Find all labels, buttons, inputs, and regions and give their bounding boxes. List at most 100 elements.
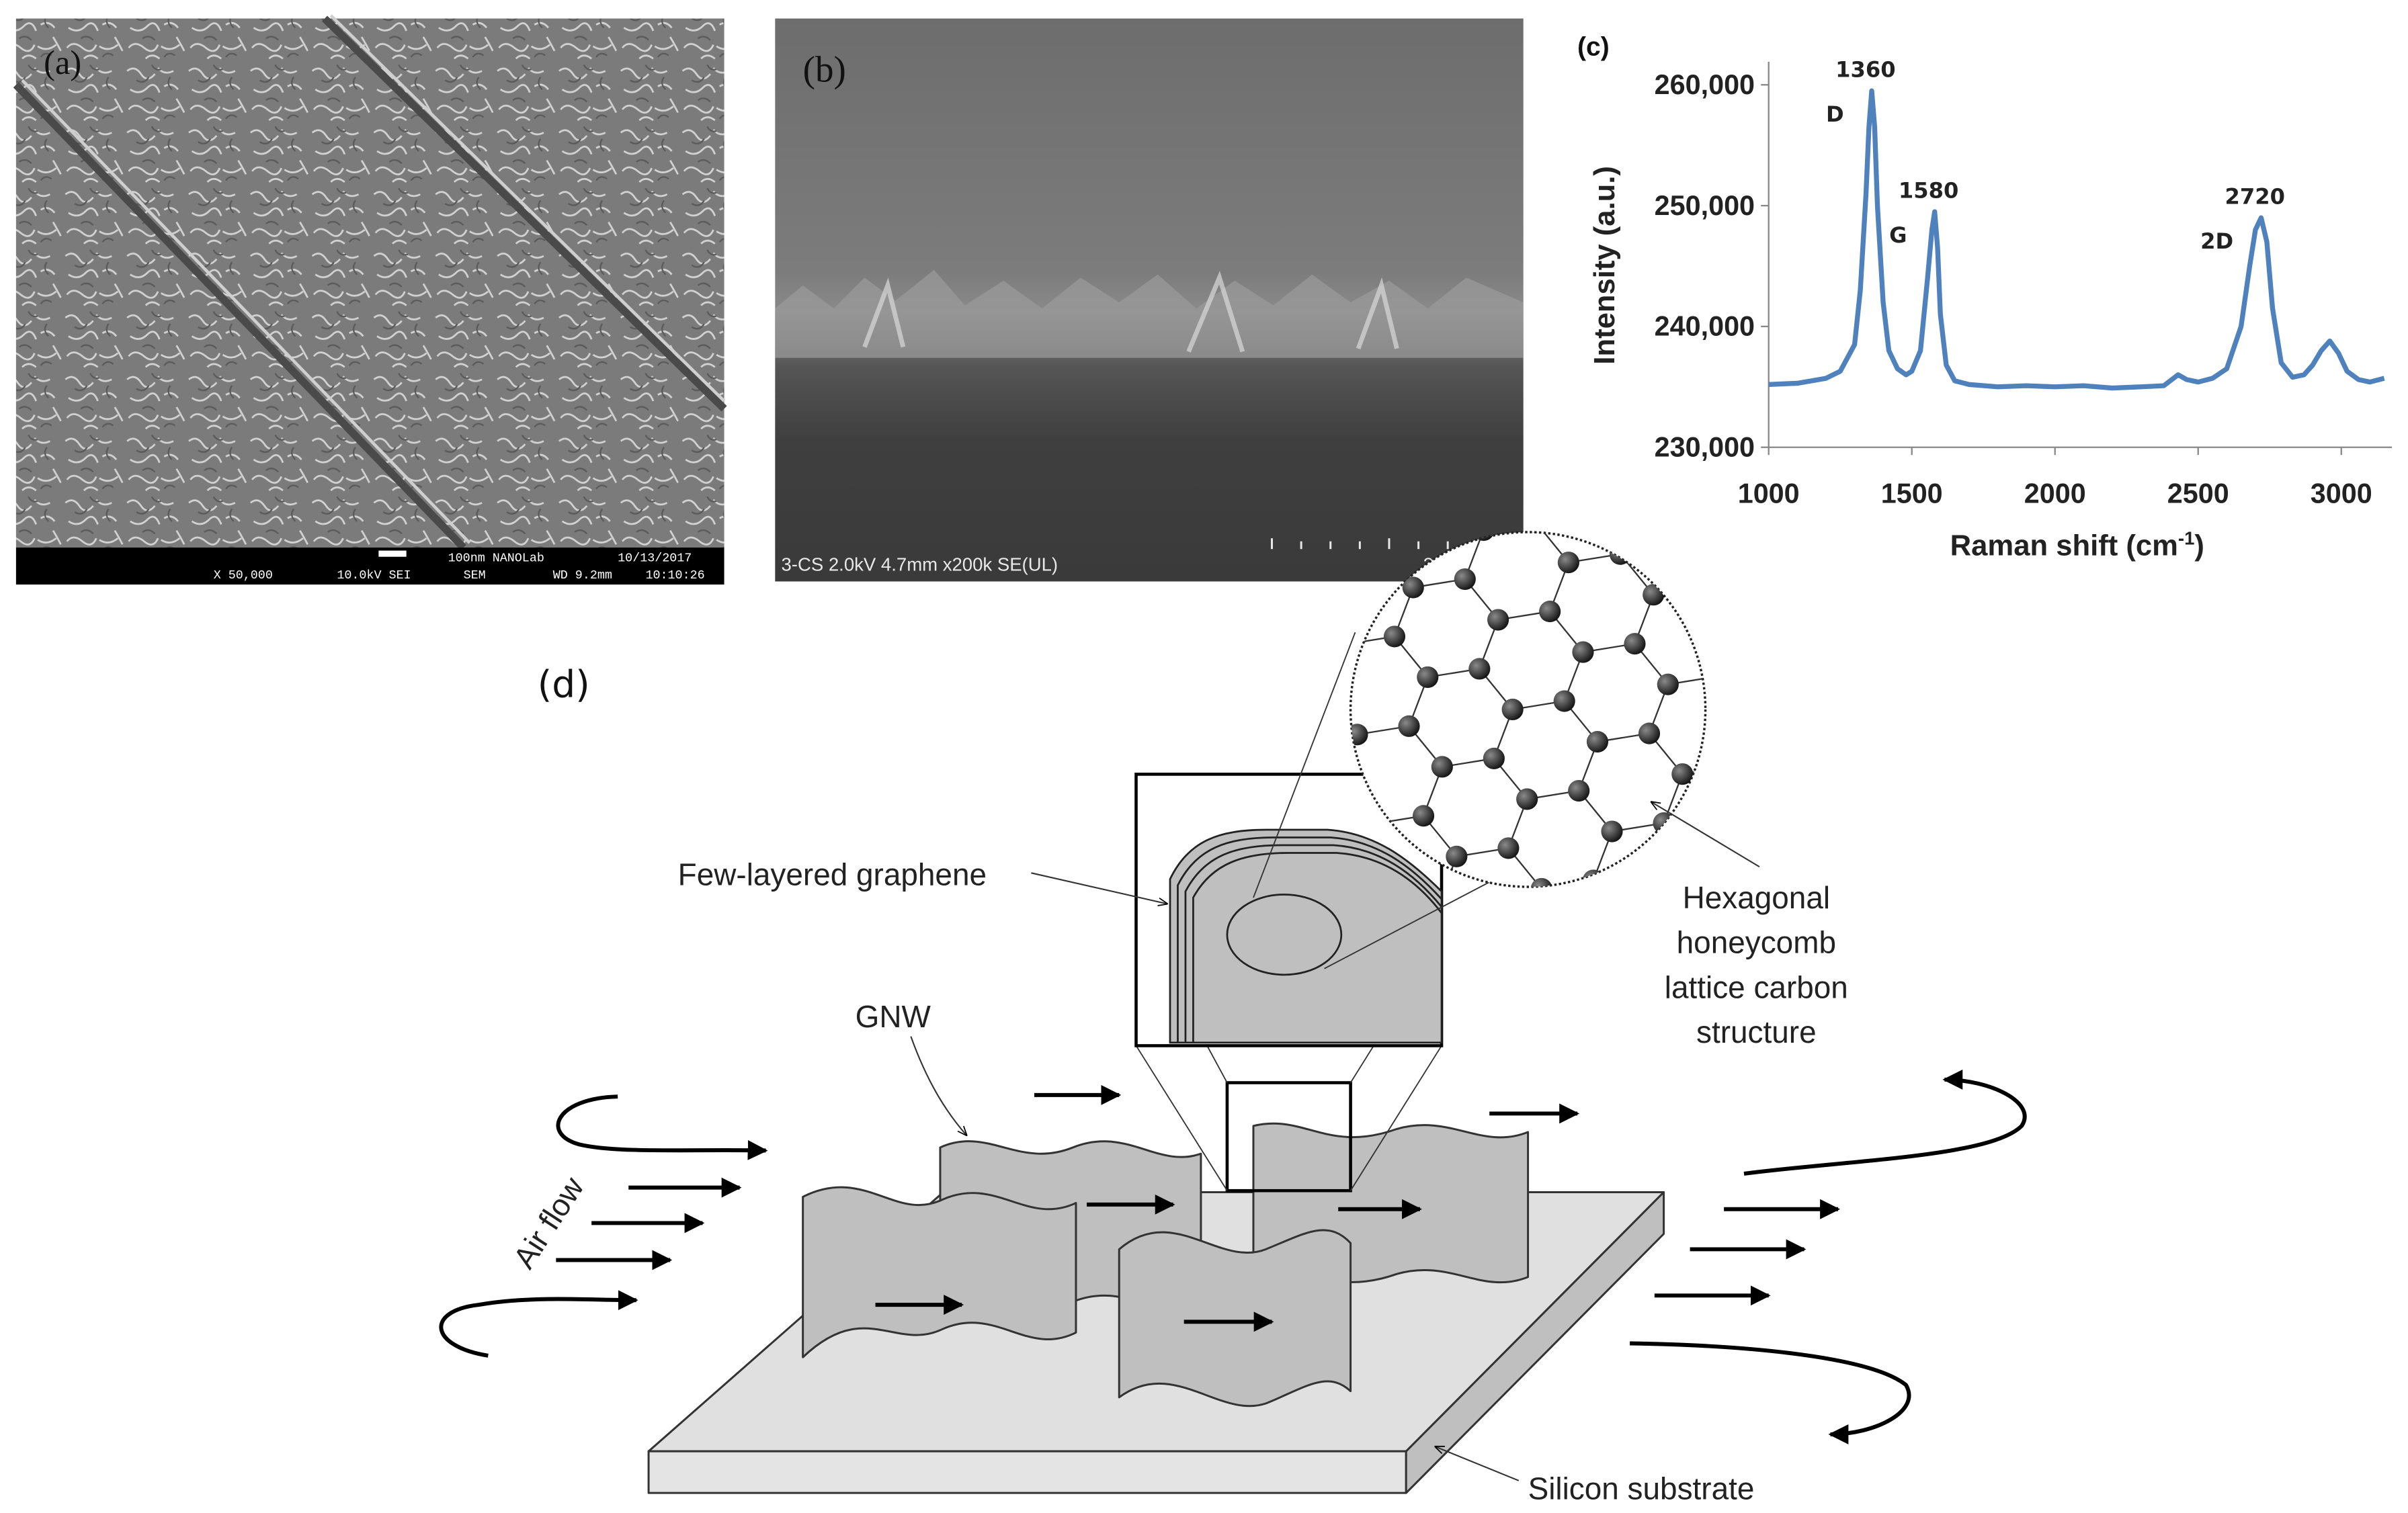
carbon-atom bbox=[1417, 666, 1439, 688]
chart-series bbox=[1768, 88, 2385, 391]
info-a-date: 10/13/2017 bbox=[618, 552, 692, 566]
groove-a-2 bbox=[321, 15, 727, 412]
x-tick-label: 2000 bbox=[2024, 478, 2086, 509]
y-tick-label: 240,000 bbox=[1655, 311, 1755, 342]
carbon-atom bbox=[1657, 673, 1679, 695]
scale-bar-a bbox=[378, 550, 407, 557]
lattice-bond bbox=[1663, 822, 1698, 865]
y-tick-label: 250,000 bbox=[1655, 190, 1755, 221]
substrate-front bbox=[647, 1450, 1407, 1494]
pointer-arrows bbox=[910, 802, 1760, 1481]
x-axis-label-sup: -1 bbox=[2178, 527, 2194, 548]
peak-band-label: D bbox=[1826, 101, 1844, 127]
lattice-circle bbox=[1349, 531, 1707, 888]
lattice-bond bbox=[1704, 586, 1706, 628]
sheet-flow-arrows bbox=[875, 1194, 1422, 1332]
label-hexagonal-line4: structure bbox=[1696, 1014, 1817, 1049]
info-b-text: 3-CS 2.0kV 4.7mm x200k SE(UL) bbox=[782, 554, 1058, 574]
peak-band-label: 2D bbox=[2200, 228, 2233, 254]
carbon-atom bbox=[1539, 601, 1561, 623]
x-axis-label: Raman shift (cm-1) bbox=[1950, 527, 2204, 562]
carbon-atom bbox=[1501, 698, 1524, 721]
carbon-atom bbox=[1709, 665, 1731, 687]
arrow-gnw bbox=[910, 1036, 966, 1135]
lattice-bond bbox=[1523, 889, 1542, 938]
info-bar-a bbox=[15, 547, 724, 585]
substrate-side bbox=[1405, 1191, 1665, 1494]
airflow-arrows-left bbox=[439, 1084, 1580, 1358]
carbon-atom bbox=[1512, 927, 1534, 949]
y-tick-label: 260,000 bbox=[1655, 69, 1755, 100]
label-gnw: GNW bbox=[856, 999, 931, 1034]
carbon-atom bbox=[1468, 658, 1491, 680]
label-few-layered-graphene: Few-layered graphene bbox=[678, 857, 987, 892]
carbon-atom bbox=[1572, 641, 1594, 663]
y-axis-label: Intensity (a.u.) bbox=[1589, 166, 1621, 365]
carbon-atom bbox=[1601, 820, 1623, 842]
carbon-atom bbox=[1483, 747, 1505, 770]
peak-band-label: G bbox=[1889, 222, 1907, 248]
carbon-atom bbox=[1557, 552, 1579, 574]
arrow-few-layer bbox=[1031, 872, 1167, 904]
carbon-atom bbox=[1446, 845, 1468, 867]
carbon-atom bbox=[1402, 576, 1424, 599]
panel-a-label: (a) bbox=[44, 44, 81, 81]
y-tick-label: 230,000 bbox=[1655, 432, 1755, 463]
panel-c-label: (c) bbox=[1577, 33, 1610, 62]
x-tick-label: 1000 bbox=[1738, 478, 1800, 509]
peak-position-label: 2720 bbox=[2225, 183, 2285, 209]
lattice-bond bbox=[1720, 627, 1739, 676]
carbon-atom bbox=[1742, 706, 1763, 728]
carbon-atom bbox=[1350, 724, 1368, 746]
carbon-atom bbox=[1530, 877, 1552, 887]
carbon-atom bbox=[1553, 690, 1575, 712]
carbon-atom bbox=[1723, 755, 1745, 777]
panel-d: (d) bbox=[439, 531, 2027, 1506]
info-a-time: 10:10:26 bbox=[645, 568, 704, 582]
raman-spectrum-line bbox=[1768, 88, 2385, 391]
carbon-atom bbox=[1586, 730, 1609, 753]
peak-position-label: 1580 bbox=[1899, 177, 1958, 203]
info-a-kv: 10.0kV SEI bbox=[337, 568, 411, 582]
carbon-atom bbox=[1671, 763, 1694, 785]
info-a-scale: 100nm NANOLab bbox=[448, 552, 544, 566]
gnw-layer-b bbox=[775, 269, 1524, 358]
label-hexagonal-line2: honeycomb bbox=[1677, 925, 1836, 960]
zoom-connectors bbox=[1135, 1045, 1442, 1191]
x-tick-label: 2500 bbox=[2167, 478, 2229, 509]
x-axis-label-main: Raman shift (cm bbox=[1950, 529, 2178, 562]
x-tick-label: 3000 bbox=[2311, 478, 2372, 509]
airflow-arrows-right bbox=[1630, 1070, 2027, 1444]
gnw-sheet-center bbox=[1118, 1229, 1352, 1408]
lattice-bond bbox=[1324, 645, 1343, 694]
x-axis-label-end: ) bbox=[2194, 529, 2204, 562]
carbon-atom bbox=[1412, 805, 1435, 827]
carbon-atom bbox=[1454, 568, 1476, 591]
info-a-wd: WD 9.2mm bbox=[553, 568, 612, 582]
panel-c: (c) 1000 1500 2000 2500 3000 230,000 240,000 25… bbox=[1577, 33, 2393, 562]
carbon-atom bbox=[1582, 869, 1604, 887]
carbon-atom bbox=[1686, 853, 1706, 875]
inset-ellipse bbox=[1226, 894, 1343, 976]
carbon-atom bbox=[1497, 837, 1520, 859]
info-a-sem: SEM bbox=[464, 568, 486, 582]
carbon-atom bbox=[1431, 756, 1453, 778]
panel-b-label: (b) bbox=[803, 49, 846, 90]
arrow-hex bbox=[1651, 802, 1760, 868]
gnw-sheets bbox=[802, 1122, 1530, 1408]
carbon-atom bbox=[1624, 633, 1646, 655]
panel-b: (b) 3-CS 2.0kV 4.7mm x200k SE(UL) 200nm bbox=[775, 18, 1524, 582]
carbon-atom bbox=[1643, 584, 1665, 606]
carbon-atom bbox=[1524, 531, 1546, 533]
label-hexagonal-line3: lattice carbon bbox=[1665, 969, 1848, 1004]
info-a-mag: X 50,000 bbox=[214, 568, 273, 582]
carbon-atom bbox=[1487, 609, 1509, 631]
carbon-atom bbox=[1694, 575, 1706, 597]
label-hexagonal-line1: Hexagonal bbox=[1683, 880, 1831, 915]
x-tick-label: 1500 bbox=[1881, 478, 1943, 509]
lattice-bond bbox=[1734, 717, 1753, 766]
panel-d-label: (d) bbox=[538, 663, 590, 706]
carbon-atom bbox=[1516, 788, 1538, 810]
